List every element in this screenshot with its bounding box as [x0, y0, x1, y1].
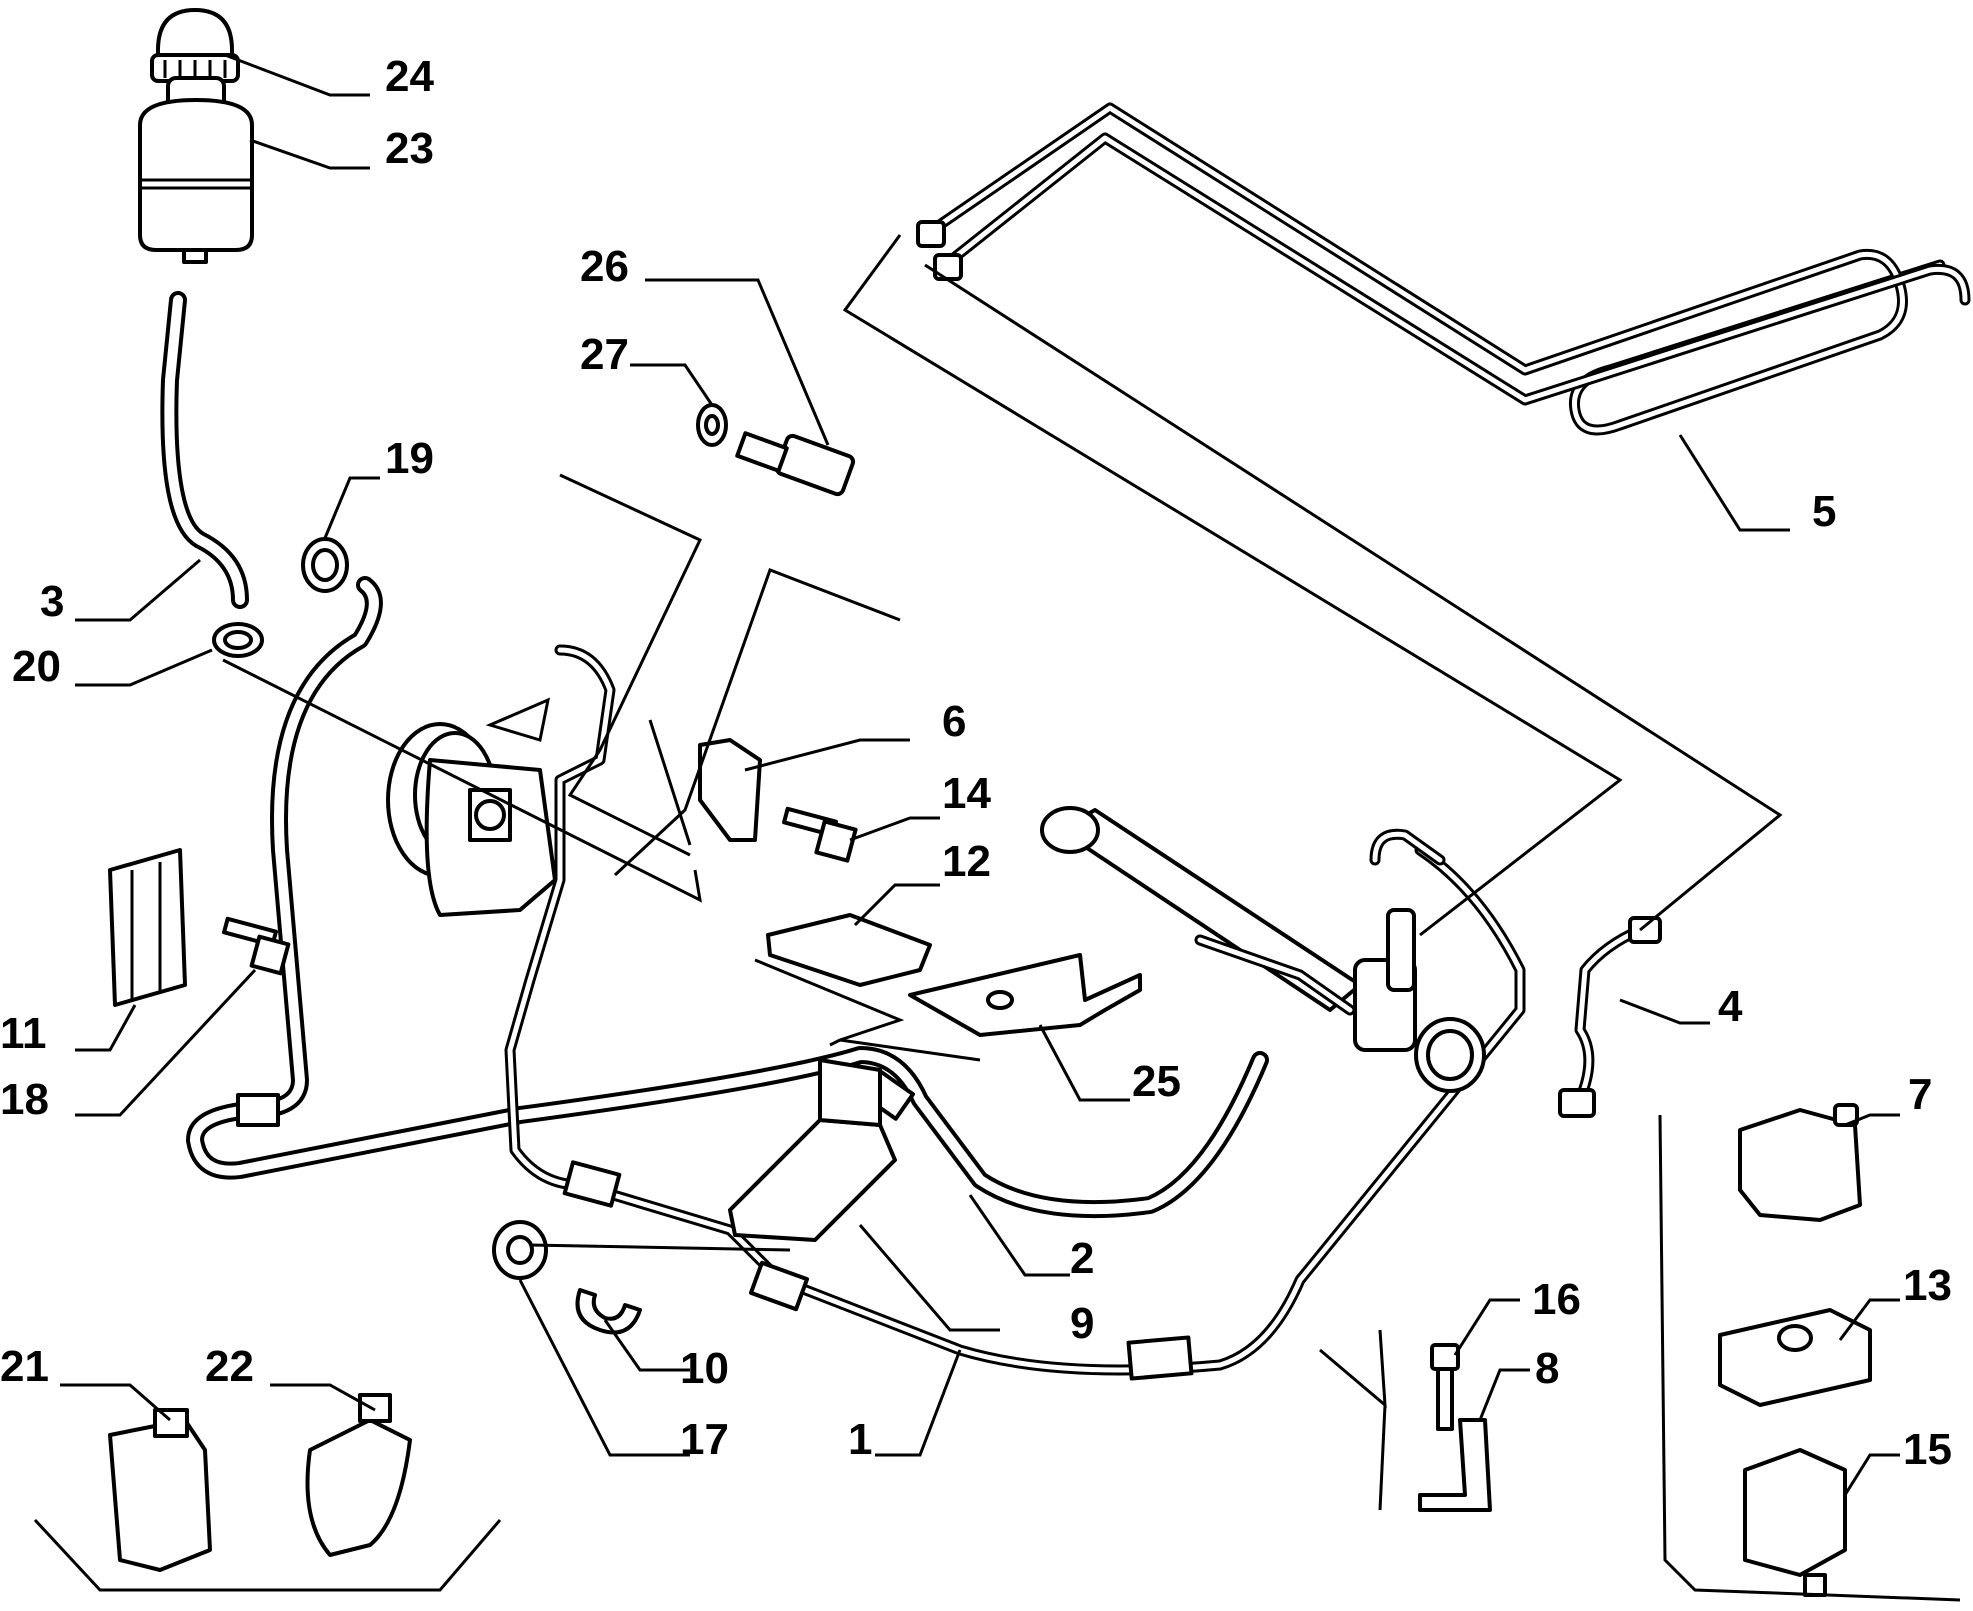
callout-25: 25 — [1132, 1057, 1181, 1106]
callout-16: 16 — [1532, 1275, 1581, 1324]
callout-10: 10 — [680, 1344, 729, 1393]
callout-11: 11 — [0, 1009, 47, 1058]
callout-21: 21 — [0, 1342, 49, 1391]
callout-15: 15 — [1903, 1425, 1952, 1474]
callout-2: 2 — [1070, 1234, 1095, 1283]
bracket-9 — [728, 1058, 897, 1242]
callout-22: 22 — [205, 1342, 254, 1391]
callout-20: 20 — [12, 642, 61, 691]
callout-19: 19 — [385, 434, 434, 483]
callout-23: 23 — [385, 124, 434, 173]
callout-18: 18 — [0, 1075, 49, 1124]
bracket-12 — [766, 913, 932, 987]
callout-27: 27 — [580, 330, 629, 379]
clip-21 — [108, 1408, 212, 1572]
callout-13: 13 — [1903, 1261, 1952, 1310]
bracket-11 — [108, 848, 187, 1007]
callout-5: 5 — [1812, 487, 1837, 536]
pipe-4 — [1558, 916, 1662, 1118]
hose-clamp-20 — [212, 622, 264, 658]
callout-3: 3 — [40, 577, 65, 626]
bolt-14 — [782, 806, 858, 863]
callout-14: 14 — [942, 769, 991, 818]
bracket-25 — [908, 953, 1142, 1037]
leader-lines — [33, 53, 1961, 1602]
callout-4: 4 — [1718, 982, 1743, 1031]
hose-clamp-19 — [301, 537, 349, 593]
callout-9: 9 — [1070, 1299, 1095, 1348]
clip-10 — [575, 1288, 642, 1335]
cooling-pipe — [916, 102, 1971, 436]
steering-rack — [1040, 806, 1486, 1093]
bolt-18 — [222, 916, 291, 976]
washer-27 — [696, 403, 728, 447]
callout-26: 26 — [580, 242, 629, 291]
steering-pump — [386, 697, 557, 917]
clip-15 — [1743, 1448, 1847, 1597]
callout-1: 1 — [848, 1415, 873, 1464]
callout-7: 7 — [1908, 1070, 1933, 1119]
nut-17 — [492, 1220, 548, 1280]
reservoir — [138, 76, 254, 264]
callout-12: 12 — [942, 837, 991, 886]
reservoir-cap — [150, 8, 240, 83]
clip-22 — [305, 1393, 412, 1557]
return-hose — [186, 576, 1269, 1219]
sensor-26 — [735, 431, 856, 497]
clip-7 — [1738, 1103, 1862, 1222]
bracket-6 — [698, 738, 762, 842]
callout-8: 8 — [1535, 1344, 1560, 1393]
clip-13 — [1718, 1308, 1872, 1407]
bolt-16 — [1430, 1343, 1460, 1431]
callout-17: 17 — [680, 1415, 729, 1464]
callout-6: 6 — [942, 697, 967, 746]
callout-24: 24 — [385, 52, 434, 101]
bracket-8 — [1418, 1418, 1492, 1512]
suction-hose — [160, 291, 249, 609]
